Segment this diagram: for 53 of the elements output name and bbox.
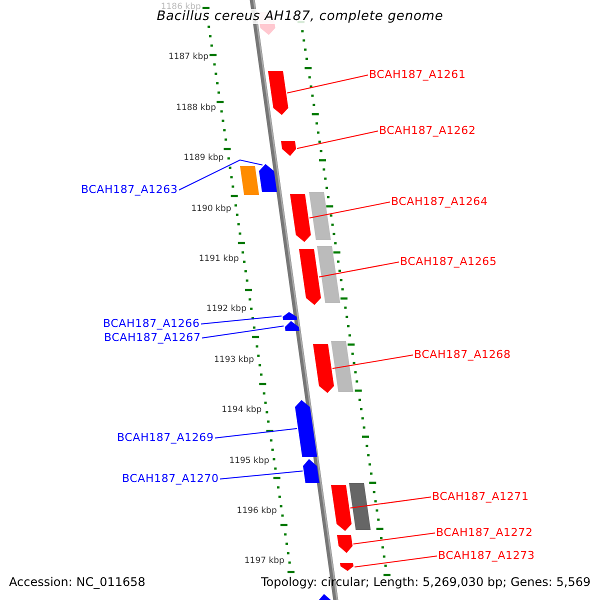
leader-line bbox=[200, 316, 282, 324]
gene-feature bbox=[284, 321, 300, 331]
gene-feature bbox=[281, 141, 296, 156]
scale-label: 1194 kbp bbox=[222, 405, 262, 416]
leader-line bbox=[214, 428, 298, 438]
gene-label: BCAH187_A1262 bbox=[379, 124, 476, 137]
gene-label: BCAH187_A1263 bbox=[81, 183, 178, 196]
leader-line bbox=[350, 496, 432, 508]
scale-label: 1189 kbp bbox=[184, 153, 224, 164]
gene-label: BCAH187_A1272 bbox=[436, 526, 533, 539]
leader-line bbox=[286, 74, 368, 94]
leader-line bbox=[202, 326, 284, 338]
gene-label: BCAH187_A1271 bbox=[432, 490, 529, 503]
gene-label: BCAH187_A1266 bbox=[103, 317, 200, 330]
gene-feature bbox=[340, 563, 354, 571]
gene-feature bbox=[295, 400, 318, 457]
gene-label: BCAH187_A1268 bbox=[414, 348, 511, 361]
accession-text: Accession: NC_011658 bbox=[9, 575, 146, 589]
scale-label: 1192 kbp bbox=[206, 304, 246, 314]
leader-line bbox=[354, 556, 438, 568]
gene-label: BCAH187_A1270 bbox=[122, 472, 219, 485]
gene-feature bbox=[331, 485, 352, 531]
genome-info-text: Topology: circular; Length: 5,269,030 bp; Genes: 5,569 bbox=[261, 575, 591, 589]
gene-label: BCAH187_A1265 bbox=[400, 255, 497, 268]
scale-label: 1191 kbp bbox=[198, 254, 239, 264]
scale-label: 1197 kbp bbox=[244, 556, 284, 566]
leader-line bbox=[178, 159, 263, 190]
gene-feature bbox=[337, 535, 353, 553]
gene-label: BCAH187_A1269 bbox=[117, 431, 214, 444]
gene-label: BCAH187_A1264 bbox=[391, 195, 488, 208]
leader-line bbox=[220, 470, 304, 480]
gene-label: BCAH187_A1273 bbox=[438, 549, 535, 562]
gene-feature bbox=[299, 249, 321, 305]
gene-label: BCAH187_A1267 bbox=[104, 331, 201, 344]
leader-line bbox=[352, 532, 436, 544]
gene-feature bbox=[290, 194, 311, 242]
map-title: Bacillus cereus AH187, complete genome bbox=[156, 10, 444, 24]
scale-label: 1196 kbp bbox=[236, 506, 277, 516]
scale-label: 1190 kbp bbox=[191, 204, 232, 214]
leader-line bbox=[318, 262, 400, 278]
scale-label: 1187 kbp bbox=[168, 52, 208, 62]
leader-line bbox=[296, 130, 378, 149]
gene-feature bbox=[313, 344, 334, 393]
gene-feature bbox=[303, 459, 320, 483]
gene-feature bbox=[259, 164, 277, 192]
scale-label: 1195 kbp bbox=[229, 456, 270, 466]
gene-feature bbox=[282, 312, 298, 320]
leader-line bbox=[308, 202, 390, 218]
scale-label: 1193 kbp bbox=[214, 354, 254, 365]
gene-feature bbox=[268, 71, 288, 115]
leader-line bbox=[332, 354, 414, 369]
gene-label: BCAH187_A1261 bbox=[369, 68, 466, 81]
scale-label: 1188 kbp bbox=[176, 102, 216, 113]
